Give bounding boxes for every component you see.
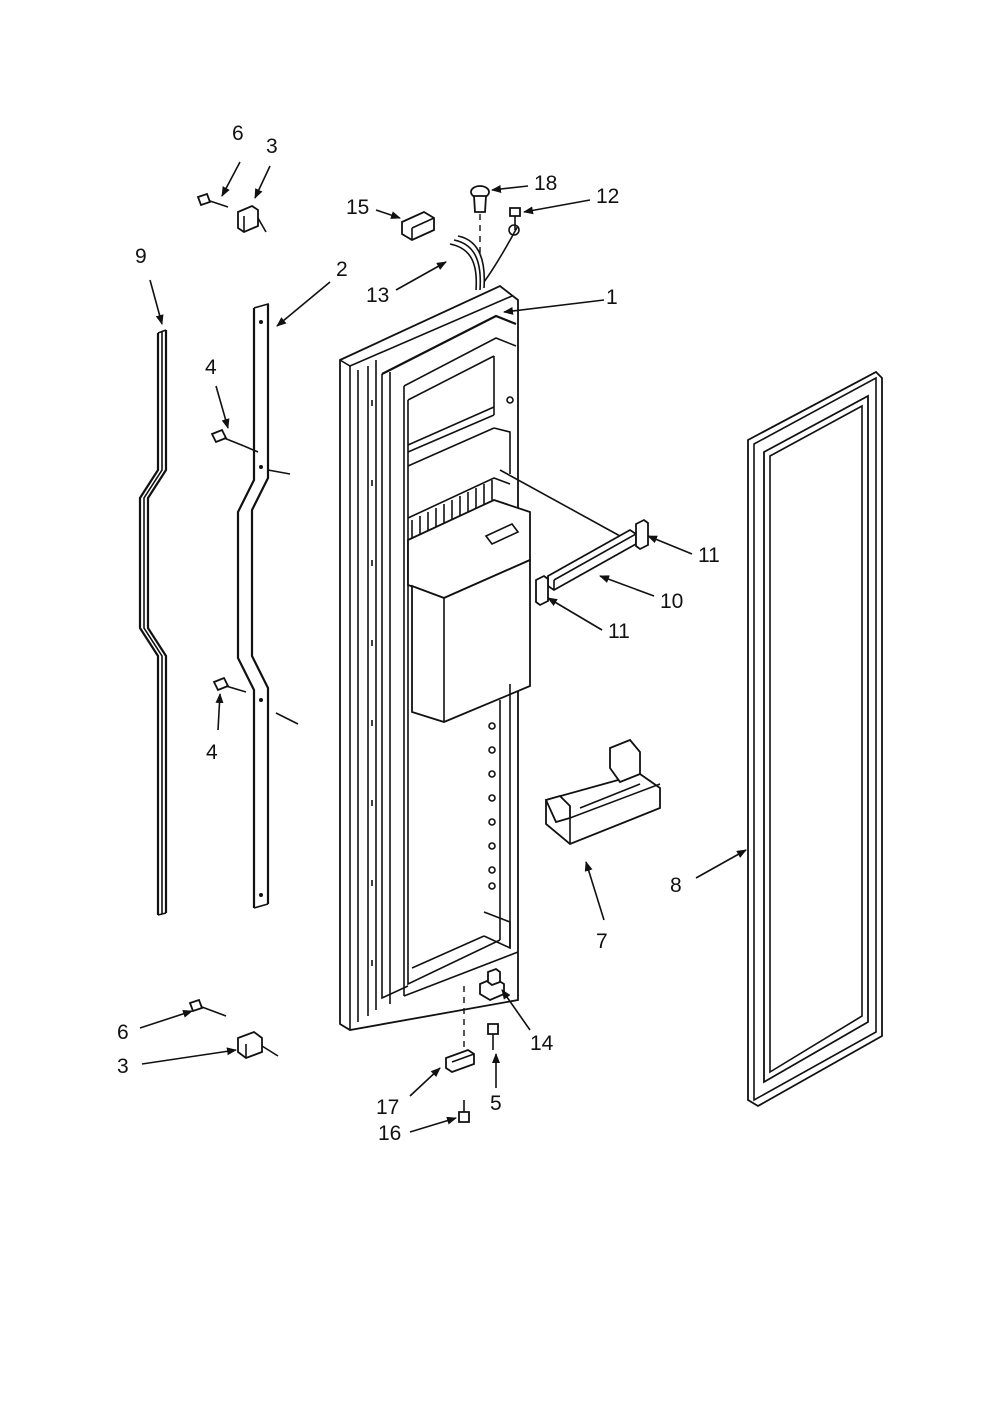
callout-2: 2: [336, 258, 348, 281]
part-16-screw: [458, 1100, 470, 1123]
callout-14: 14: [530, 1032, 554, 1055]
callout-3-bottom: 3: [117, 1055, 129, 1078]
callout-1: 1: [606, 286, 618, 309]
callout-labels: 6 3 9 2 4 4 6 3 15 13 18 12 1 11 10 11 8…: [117, 122, 720, 1145]
part-10-trim: [547, 528, 637, 592]
callout-10: 10: [660, 590, 683, 613]
callout-11-lower: 11: [608, 620, 630, 643]
part-13-wire-harness: [449, 224, 520, 291]
part-6-screw-top: [196, 192, 229, 208]
part-15-connector: [401, 210, 435, 242]
part-3-hinge-top: [237, 204, 267, 234]
part-14-hinge: [479, 967, 505, 1002]
callout-3-top: 3: [266, 135, 278, 158]
part-9-strip: [138, 329, 168, 916]
part-11-cap-lower: [535, 574, 549, 607]
dispenser-grille: [411, 480, 493, 540]
part-3-hinge-bottom: [237, 1030, 279, 1060]
callout-8: 8: [670, 874, 682, 897]
part-8-gasket: [747, 370, 883, 1108]
callout-5: 5: [490, 1092, 502, 1115]
callout-6-bottom: 6: [117, 1021, 129, 1044]
callout-13: 13: [366, 284, 389, 307]
callout-11-upper: 11: [698, 544, 720, 567]
callout-9: 9: [135, 245, 147, 268]
part-18-plug: [470, 185, 490, 258]
part-6-screw-bottom: [188, 998, 227, 1017]
callout-12: 12: [596, 185, 619, 208]
part-4-screw-lower: [212, 676, 247, 693]
leader-arrows: [139, 161, 747, 1133]
callout-15: 15: [346, 196, 369, 219]
part-2-bracket: [236, 302, 299, 909]
leader-10-to-door: [499, 469, 621, 537]
part-11-cap-upper: [635, 518, 649, 551]
part-17-bracket: [445, 986, 475, 1074]
callout-17: 17: [376, 1096, 399, 1119]
part-5-screw: [487, 1023, 499, 1050]
callout-16: 16: [378, 1122, 401, 1145]
callout-18: 18: [534, 172, 557, 195]
part-1-door: [339, 284, 531, 1031]
callout-4-lower: 4: [206, 741, 218, 764]
part-12-screw: [509, 207, 521, 230]
part-7-bin: [544, 738, 661, 846]
callout-4-upper: 4: [205, 356, 217, 379]
part-4-screw-upper: [210, 428, 259, 453]
callout-6-top: 6: [232, 122, 244, 145]
callout-7: 7: [596, 930, 608, 953]
